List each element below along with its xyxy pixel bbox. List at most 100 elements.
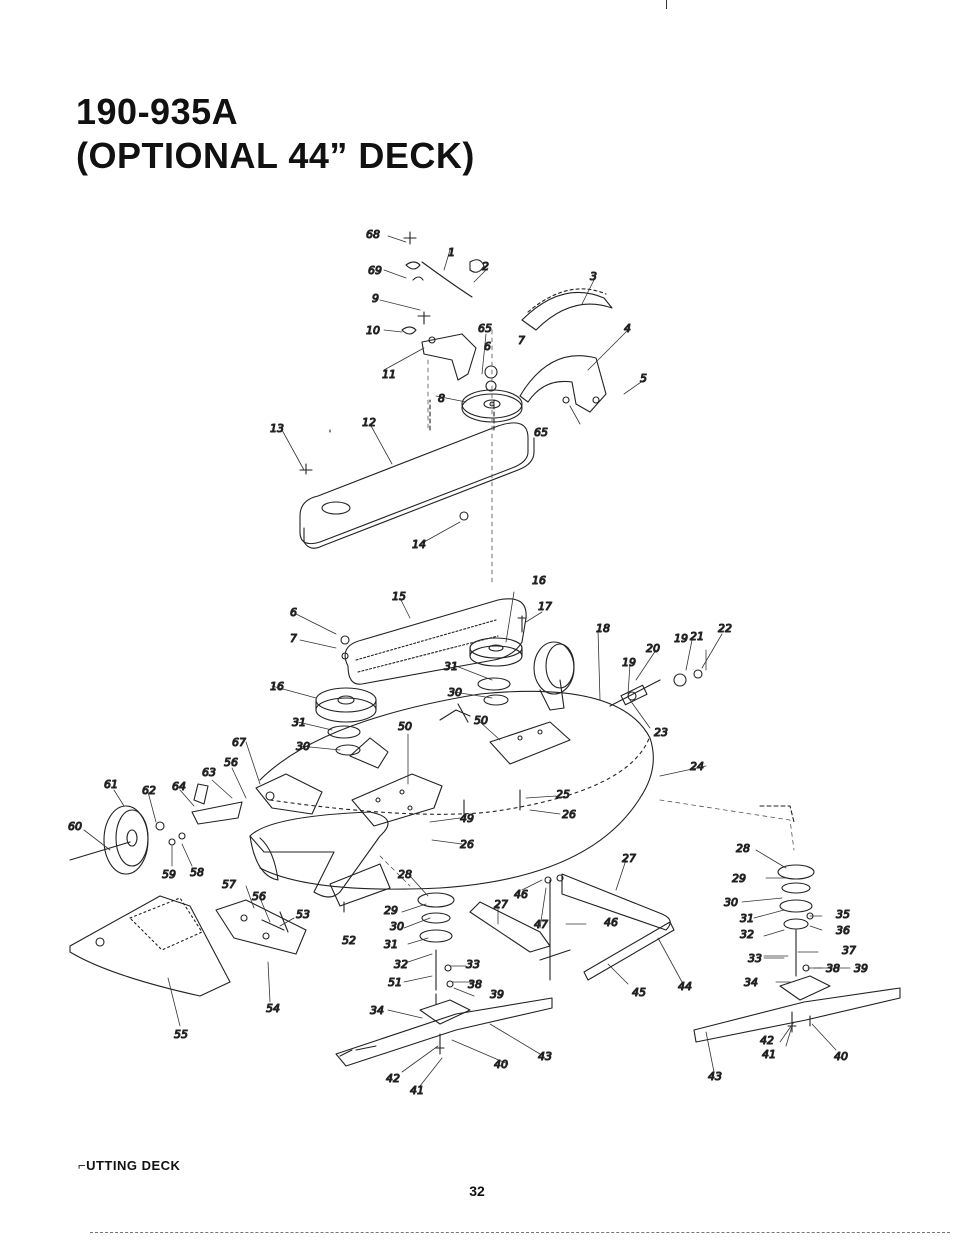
callout-label: 1 xyxy=(448,246,455,259)
callout-label: 28 xyxy=(736,842,750,855)
callout-label: 51 xyxy=(388,976,402,989)
callout-label: 30 xyxy=(448,686,462,699)
front-bracket xyxy=(249,773,389,898)
center-spindle xyxy=(417,892,471,1025)
lift-linkage xyxy=(469,873,675,981)
deck-housing xyxy=(259,690,654,890)
page-title: 190-935A (OPTIONAL 44” DECK) xyxy=(76,90,475,178)
callout-label: 10 xyxy=(366,324,380,337)
callout-label: 33 xyxy=(466,958,480,971)
callout-label: 40 xyxy=(834,1050,848,1063)
callout-label: 62 xyxy=(142,784,156,797)
callout-label: 15 xyxy=(392,590,406,603)
page-divider xyxy=(90,1232,950,1233)
callout-label: 8 xyxy=(438,392,445,405)
spindle-pulley-left xyxy=(315,635,377,756)
callout-label: 52 xyxy=(342,934,356,947)
scan-mark xyxy=(666,0,667,9)
callout-label: 2 xyxy=(482,260,489,273)
callout-label: 14 xyxy=(412,538,426,551)
callout-label: 50 xyxy=(398,720,412,733)
callout-label: 16 xyxy=(532,574,546,587)
callout-label: 41 xyxy=(410,1084,424,1097)
callout-label: 44 xyxy=(678,980,692,993)
callout-label: 59 xyxy=(162,868,176,881)
callout-label: 12 xyxy=(362,416,376,429)
callout-label: 42 xyxy=(760,1034,774,1047)
callout-labels: 68 1 69 2 3 9 10 65 6 7 4 11 8 5 65 13 1… xyxy=(67,227,868,1097)
callout-label: 32 xyxy=(740,928,754,941)
callout-label: 23 xyxy=(654,726,668,739)
drive-belt xyxy=(344,598,527,685)
callout-label: 45 xyxy=(632,986,646,999)
callout-label: 18 xyxy=(596,622,610,635)
model-number: 190-935A xyxy=(76,91,239,132)
callout-label: 25 xyxy=(556,788,570,801)
callout-label: 30 xyxy=(724,896,738,909)
callout-label: 19 xyxy=(622,656,636,669)
callout-label: 57 xyxy=(222,878,236,891)
callout-label: 42 xyxy=(386,1072,400,1085)
callout-label: 47 xyxy=(534,918,548,931)
callout-label: 58 xyxy=(190,866,204,879)
callout-label: 16 xyxy=(270,680,284,693)
callout-label: 5 xyxy=(640,372,647,385)
front-gauge-wheel xyxy=(69,783,243,875)
callout-label: 29 xyxy=(384,904,398,917)
page-number: 32 xyxy=(469,1183,485,1199)
callout-label: 43 xyxy=(538,1050,552,1063)
callout-label: 31 xyxy=(292,716,306,729)
callout-label: 29 xyxy=(732,872,746,885)
callout-label: 46 xyxy=(514,888,528,901)
callout-label: 26 xyxy=(460,838,474,851)
callout-label: 20 xyxy=(646,642,660,655)
assembly-guides xyxy=(379,329,795,887)
belt-guard xyxy=(521,288,613,331)
callout-label: 22 xyxy=(718,622,732,635)
gauge-wheel-right xyxy=(533,641,703,711)
callout-label: 39 xyxy=(490,988,504,1001)
callout-label: 41 xyxy=(762,1048,776,1061)
callout-label: 54 xyxy=(266,1002,280,1015)
callout-label: 17 xyxy=(538,600,552,613)
callout-label: 36 xyxy=(836,924,850,937)
callout-label: 49 xyxy=(460,812,474,825)
callout-label: 7 xyxy=(518,334,525,347)
callout-label: 56 xyxy=(252,890,266,903)
deck-subtitle: (OPTIONAL 44” DECK) xyxy=(76,135,475,176)
leader-lines xyxy=(83,235,851,1087)
callout-label: 9 xyxy=(372,292,379,305)
callout-label: 31 xyxy=(444,660,458,673)
callout-label: 6 xyxy=(484,340,491,353)
callout-label: 7 xyxy=(290,632,297,645)
callout-label: 39 xyxy=(854,962,868,975)
right-blade xyxy=(693,987,901,1043)
callout-label: 32 xyxy=(394,958,408,971)
pulley-cover xyxy=(299,399,535,549)
callout-label: 50 xyxy=(474,714,488,727)
callout-label: 31 xyxy=(384,938,398,951)
callout-label: 68 xyxy=(366,228,380,241)
callout-label: 34 xyxy=(744,976,758,989)
callout-label: 30 xyxy=(296,740,310,753)
idler-arm-assembly xyxy=(401,231,498,392)
callout-label: 38 xyxy=(468,978,482,991)
callout-label: 28 xyxy=(398,868,412,881)
callout-label: 40 xyxy=(494,1058,508,1071)
callout-label: 3 xyxy=(590,270,597,283)
spindle-pulley-right xyxy=(469,615,527,706)
callout-label: 19 xyxy=(674,632,688,645)
callout-label: 38 xyxy=(826,962,840,975)
callout-label: 55 xyxy=(174,1028,188,1041)
callout-label: 21 xyxy=(690,630,704,643)
belt-keeper xyxy=(519,355,607,413)
discharge-chute xyxy=(69,895,231,997)
right-spindle xyxy=(759,805,831,1001)
callout-label: 53 xyxy=(296,908,310,921)
callout-label: 26 xyxy=(562,808,576,821)
callout-label: 56 xyxy=(224,756,238,769)
callout-label: 63 xyxy=(202,766,216,779)
callout-label: 60 xyxy=(68,820,82,833)
callout-label: 65 xyxy=(478,322,492,335)
